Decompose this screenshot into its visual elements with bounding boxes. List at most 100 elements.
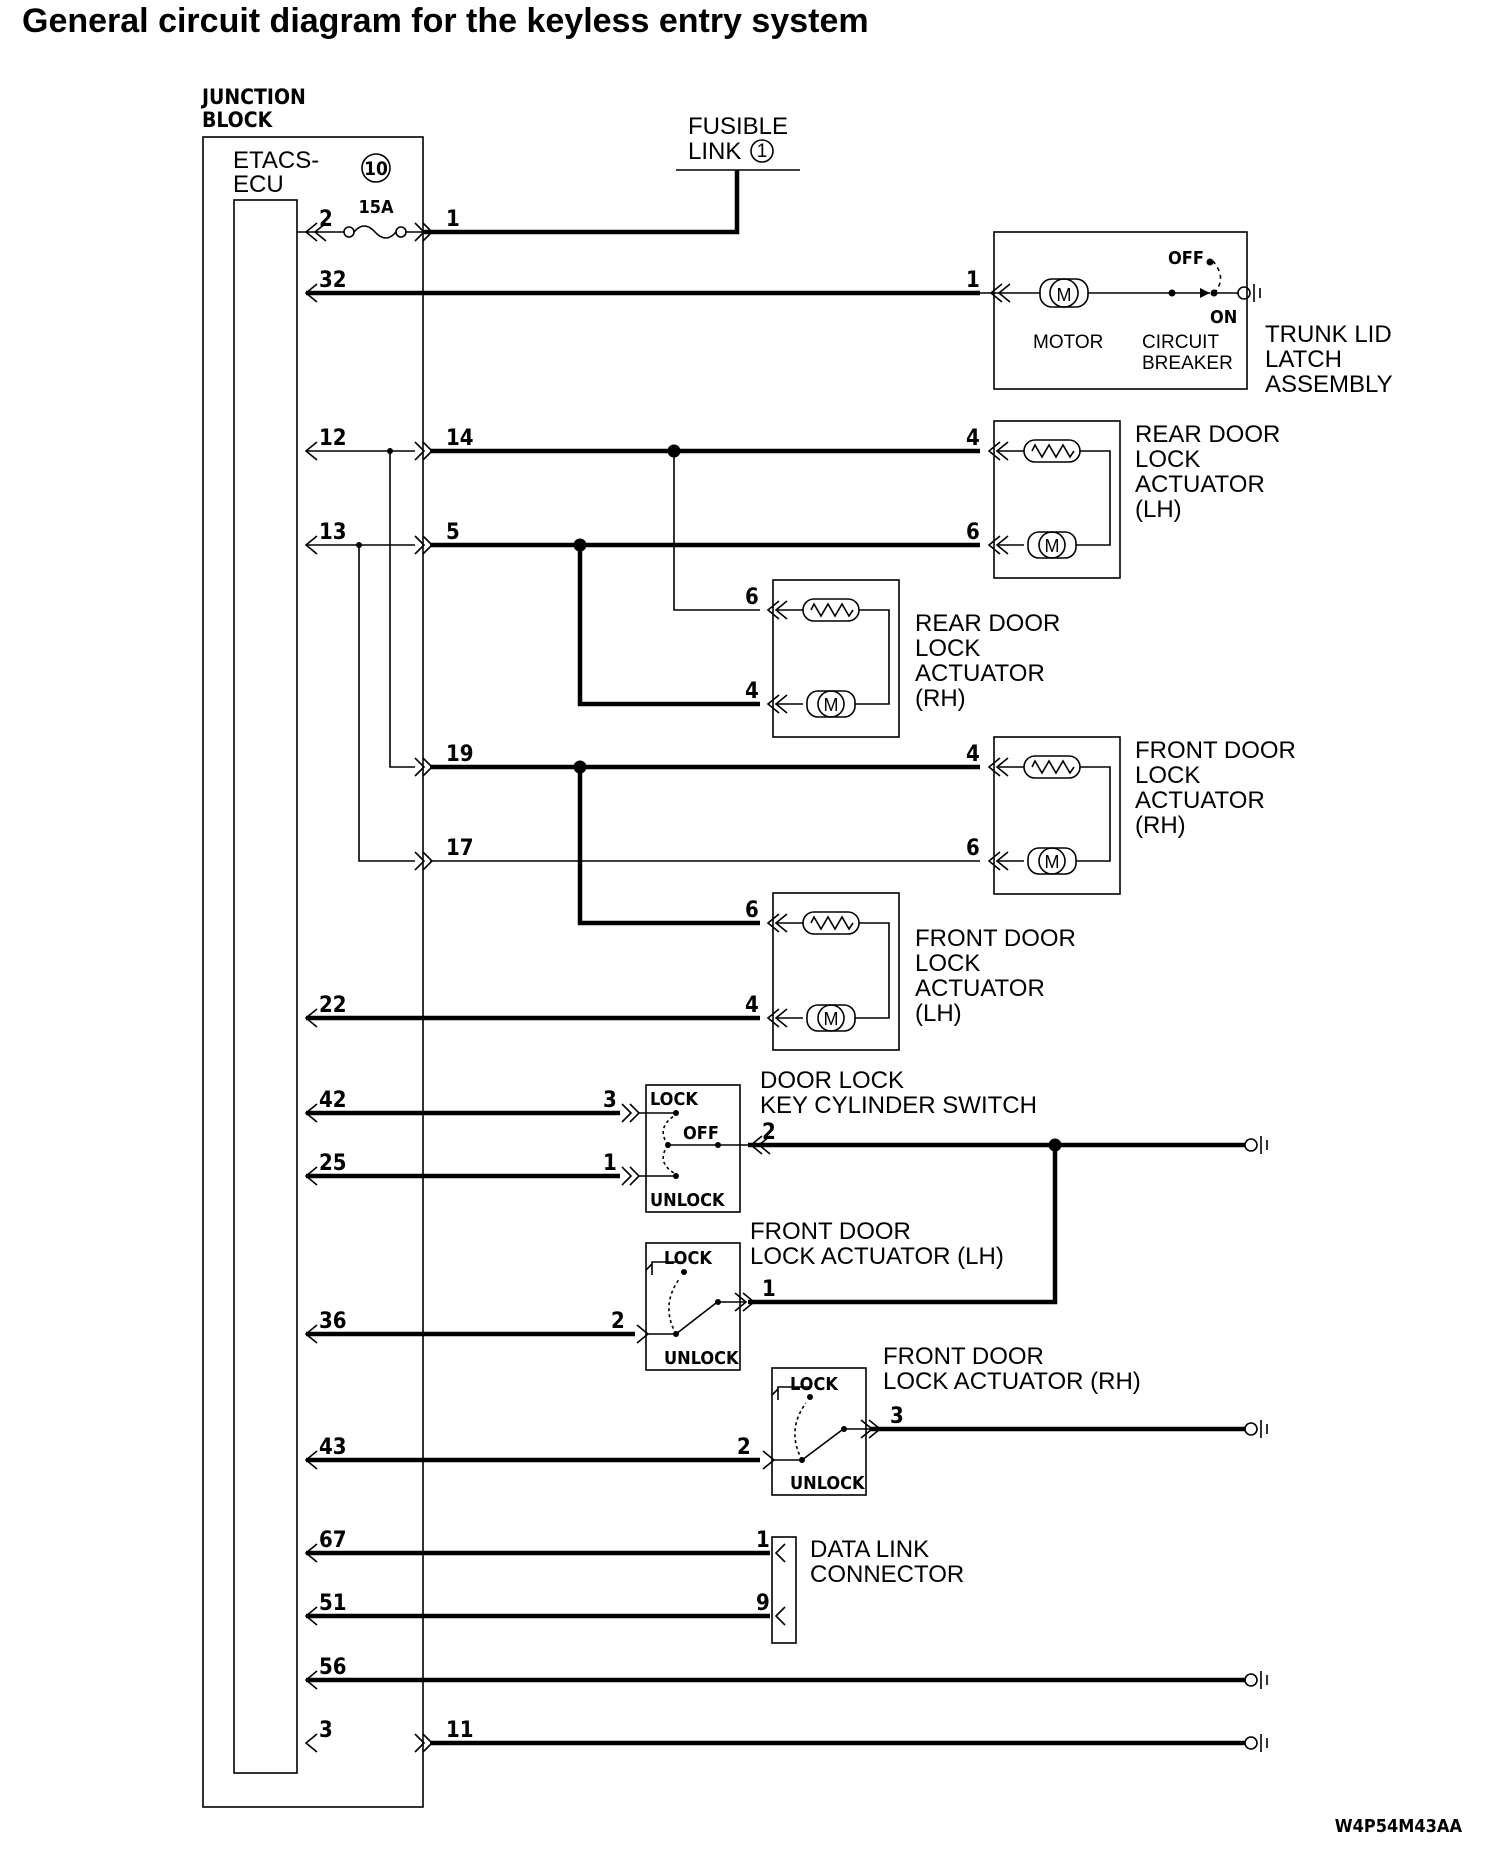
front-rh-label-2: LOCK xyxy=(1135,762,1200,789)
key-cyl-lock: LOCK xyxy=(650,1089,699,1110)
junction-block-label-2: BLOCK xyxy=(202,108,274,132)
fl-sw-label-2: LOCK ACTUATOR (LH) xyxy=(750,1243,1004,1270)
key-cyl-unlock: UNLOCK xyxy=(650,1190,726,1211)
ecu-pin-42: 42 xyxy=(319,1088,347,1113)
front-lh-label-3: ACTUATOR xyxy=(915,975,1045,1002)
key-cyl-label-2: KEY CYLINDER SWITCH xyxy=(760,1092,1037,1119)
fusible-link-number-circle xyxy=(750,139,774,163)
fuse-icon xyxy=(297,225,423,239)
svg-text:M: M xyxy=(824,695,839,715)
trunk-on-label: ON xyxy=(1210,307,1237,328)
rear-lh-pin-4: 4 xyxy=(966,426,980,451)
trunk-off-label: OFF xyxy=(1168,248,1204,269)
fr-sw-label-1: FRONT DOOR xyxy=(883,1343,1044,1370)
trunk-pin-1: 1 xyxy=(966,268,980,293)
front-lh-pin-6: 6 xyxy=(745,898,759,923)
ecu-pin-43: 43 xyxy=(319,1435,347,1460)
front-lh-pin-4: 4 xyxy=(745,993,759,1018)
jb-pin-11: 11 xyxy=(446,1718,474,1743)
rear-lh-label-3: ACTUATOR xyxy=(1135,471,1265,498)
jb-pin-19: 19 xyxy=(446,742,474,767)
fusible-link-label-2: LINK xyxy=(688,138,741,165)
ecu-pin-36: 36 xyxy=(319,1309,347,1334)
fusible-link-label-1: FUSIBLE xyxy=(688,113,788,140)
front-lh-label-4: (LH) xyxy=(915,1000,962,1027)
etacs-ecu-block xyxy=(233,199,298,1774)
wire-junction-dots xyxy=(356,444,1062,1152)
ground-symbols xyxy=(1237,284,1268,1752)
fl-sw-unlock: UNLOCK xyxy=(664,1348,740,1369)
key-cyl-label-1: DOOR LOCK xyxy=(760,1067,904,1094)
fuse-number-circle xyxy=(361,153,391,183)
rear-rh-label-2: LOCK xyxy=(915,635,980,662)
jb-pin-1: 1 xyxy=(446,207,460,232)
fr-sw-pin-2: 2 xyxy=(737,1435,751,1460)
ecu-pin-51: 51 xyxy=(319,1591,347,1616)
front-rh-label-1: FRONT DOOR xyxy=(1135,737,1296,764)
rear-rh-label-3: ACTUATOR xyxy=(915,660,1045,687)
circuit-breaker-label-1: CIRCUIT xyxy=(1142,332,1219,353)
circuit-breaker-label-2: BREAKER xyxy=(1142,353,1233,374)
page-title: General circuit diagram for the keyless … xyxy=(22,2,869,40)
etacs-label-1: ETACS- xyxy=(233,147,319,174)
rear-lh-label-1: REAR DOOR xyxy=(1135,421,1280,448)
fr-sw-pin-3: 3 xyxy=(890,1404,904,1429)
trunk-motor-label: MOTOR xyxy=(1033,332,1103,353)
rear-rh-label-1: REAR DOOR xyxy=(915,610,1060,637)
key-cyl-pin-3: 3 xyxy=(603,1088,617,1113)
trunk-name-3: ASSEMBLY xyxy=(1265,371,1393,398)
key-cyl-pin-1: 1 xyxy=(603,1151,617,1176)
fr-sw-lock: LOCK xyxy=(790,1374,839,1395)
svg-text:M: M xyxy=(824,1009,839,1029)
front-rh-label-3: ACTUATOR xyxy=(1135,787,1265,814)
ecu-pin-32: 32 xyxy=(319,268,347,293)
rear-lh-label-4: (LH) xyxy=(1135,496,1182,523)
rear-lh-pin-6: 6 xyxy=(966,520,980,545)
rear-lh-actuator: M xyxy=(987,420,1121,579)
key-cyl-pin-2: 2 xyxy=(762,1120,776,1145)
front-rh-lock-switch xyxy=(762,1367,882,1496)
front-rh-actuator: M xyxy=(987,736,1121,895)
fuse-rating: 15A xyxy=(358,197,394,218)
jb-pin-5: 5 xyxy=(446,520,460,545)
fr-sw-unlock: UNLOCK xyxy=(790,1473,866,1494)
rear-rh-pin-4: 4 xyxy=(745,679,759,704)
data-link-connector xyxy=(771,1536,797,1644)
fl-sw-pin-2: 2 xyxy=(611,1309,625,1334)
junction-block-label-1: JUNCTION xyxy=(200,85,306,109)
fr-sw-label-2: LOCK ACTUATOR (RH) xyxy=(883,1368,1141,1395)
fusible-link-number: 1 xyxy=(757,141,768,162)
front-lh-label-2: LOCK xyxy=(915,950,980,977)
fl-sw-lock: LOCK xyxy=(664,1248,713,1269)
trunk-lid-latch-assembly: M xyxy=(980,231,1248,390)
jb-connector-chevrons xyxy=(414,222,434,1753)
front-lh-lock-switch xyxy=(636,1242,756,1371)
ground-icon xyxy=(1244,1420,1268,1438)
fuse-number: 10 xyxy=(364,158,388,180)
svg-text:M: M xyxy=(1045,852,1060,872)
svg-text:M: M xyxy=(1045,536,1060,556)
front-rh-pin-4: 4 xyxy=(966,742,980,767)
front-rh-pin-6: 6 xyxy=(966,836,980,861)
ecu-pin-67: 67 xyxy=(319,1528,347,1553)
rear-rh-pin-6: 6 xyxy=(745,585,759,610)
ecu-pin-56: 56 xyxy=(319,1655,347,1680)
rear-rh-label-4: (RH) xyxy=(915,685,966,712)
ground-icon xyxy=(1244,1734,1268,1752)
lock-actuators: M M M M xyxy=(766,420,1121,1051)
ecu-pin-2: 2 xyxy=(319,207,333,232)
ecu-pin-13: 13 xyxy=(319,520,347,545)
dlc-label-1: DATA LINK xyxy=(810,1536,929,1563)
jb-pin-17: 17 xyxy=(446,836,474,861)
ground-icon xyxy=(1244,1671,1268,1689)
ecu-pin-3: 3 xyxy=(319,1718,333,1743)
dlc-pin-1: 1 xyxy=(756,1528,770,1553)
ground-icon xyxy=(1237,284,1261,302)
fl-sw-label-1: FRONT DOOR xyxy=(750,1218,911,1245)
drawing-reference: W4P54M43AA xyxy=(1335,1816,1463,1837)
ecu-pin-12: 12 xyxy=(319,426,347,451)
ecu-pin-22: 22 xyxy=(319,993,347,1018)
key-cylinder-switch xyxy=(621,1084,771,1213)
trunk-name-2: LATCH xyxy=(1265,346,1342,373)
